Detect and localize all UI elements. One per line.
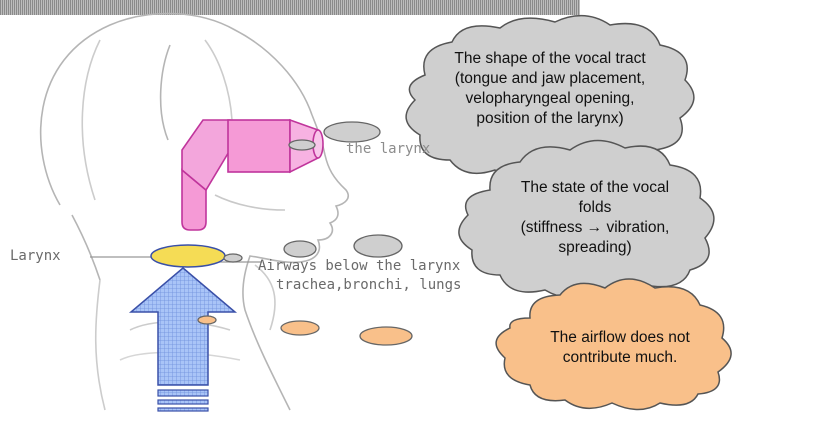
vocal-tract-tube xyxy=(182,120,323,230)
callout-line: (stiffness → vibration, xyxy=(490,218,700,238)
airways-label-line1: Airways below the larynx xyxy=(258,258,460,274)
airways-label-line2: trachea,bronchi, lungs xyxy=(276,277,461,293)
callout-line: The airflow does not xyxy=(525,328,715,348)
callout-line: The shape of the vocal tract xyxy=(425,49,675,69)
airflow-bubble-trail xyxy=(198,316,412,345)
callout-line: (tongue and jaw placement, xyxy=(425,69,675,89)
airflow-arrow xyxy=(131,268,235,411)
callout-line: contribute much. xyxy=(525,348,715,368)
the-larynx-label: the larynx xyxy=(346,141,430,157)
callout-text-vocal-tract: The shape of the vocal tract (tongue and… xyxy=(425,49,675,129)
callout-line: position of the larynx) xyxy=(425,109,675,129)
callout-line: The state of the vocal xyxy=(490,178,700,198)
callout-text-vocal-folds: The state of the vocal folds (stiffness … xyxy=(490,178,700,258)
callout-text-airflow: The airflow does not contribute much. xyxy=(525,328,715,368)
larynx-highlight xyxy=(151,245,225,267)
callout-line: spreading) xyxy=(490,238,700,258)
larynx-label: Larynx xyxy=(10,248,61,264)
callout-line: folds xyxy=(490,198,700,218)
callout-line: velopharyngeal opening, xyxy=(425,89,675,109)
